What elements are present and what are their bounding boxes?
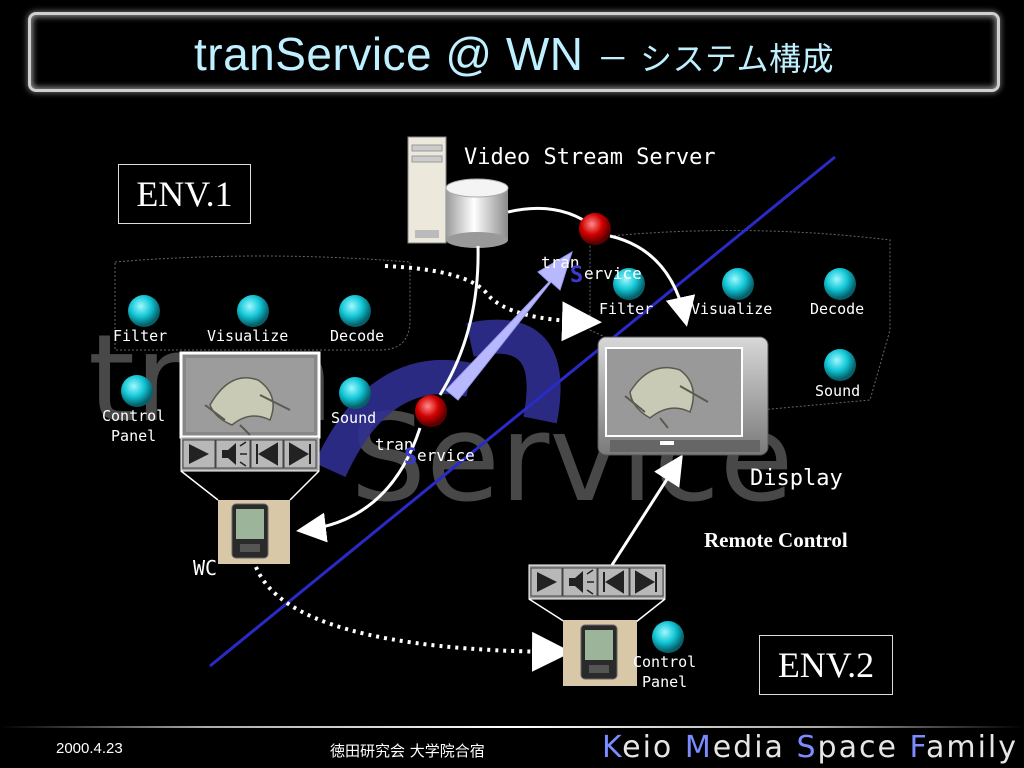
- env2-control-label-line2: Panel: [642, 673, 688, 691]
- footer: 2000.4.23 徳田研究会 大学院合宿 Keio Media Space F…: [0, 726, 1024, 768]
- transervice-logo-bottom: tran S ervice: [375, 435, 475, 470]
- env2-sound-node[interactable]: [824, 349, 856, 381]
- wc-label: WC: [193, 556, 218, 580]
- env1-sound-node[interactable]: [339, 377, 371, 409]
- svg-text:S: S: [404, 445, 417, 470]
- brand-edia: edia: [712, 730, 797, 765]
- migration-dotted-arrow-bottom: [254, 566, 572, 672]
- env1-rewind-icon[interactable]: [250, 439, 284, 469]
- svg-text:S: S: [570, 263, 583, 288]
- env2-control-label: Control Panel: [633, 652, 696, 692]
- watermark-swoosh-right: [466, 319, 561, 424]
- page-title: tranService @ WN － システム構成: [31, 27, 997, 81]
- system-diagram: tran Service: [88, 136, 891, 686]
- env1-filter-label: Filter: [113, 327, 168, 345]
- env1-speaker-icon[interactable]: [215, 439, 251, 469]
- env2-forward-icon[interactable]: [629, 567, 664, 597]
- env2-pda-icon[interactable]: [563, 620, 637, 686]
- transervice-logo-top: tran S ervice: [541, 253, 642, 288]
- server-label: Video Stream Server: [464, 145, 716, 170]
- brand-eio: eio: [622, 730, 685, 765]
- env2-label: ENV.2: [759, 635, 893, 695]
- svg-text:ervice: ervice: [584, 264, 642, 283]
- footer-date: 2000.4.23: [56, 740, 123, 757]
- env2-decode-label: Decode: [810, 300, 865, 318]
- database-icon: [445, 178, 509, 248]
- footer-divider: [0, 726, 1024, 728]
- env1-filter-node[interactable]: [128, 295, 160, 327]
- env2-speaker-icon[interactable]: [562, 567, 598, 597]
- env1-control-label-line2: Panel: [111, 427, 157, 445]
- env1-control-panel-node[interactable]: [121, 375, 153, 407]
- transervice-node-bottom[interactable]: [415, 395, 447, 427]
- env1-control-label-line1: Control: [102, 407, 166, 425]
- remote-to-display-arrow: [610, 454, 683, 566]
- footer-group: 徳田研究会 大学院合宿: [330, 742, 485, 760]
- env2-visualize-node[interactable]: [722, 268, 754, 300]
- svg-text:ervice: ervice: [417, 446, 475, 465]
- server-to-lower-node-arrow: [438, 245, 480, 396]
- environment-divider-line: [209, 155, 836, 668]
- remote-control-label: Remote Control: [704, 528, 848, 552]
- footer-brand: Keio Media Space Family: [602, 730, 1018, 765]
- env1-region: [114, 255, 411, 351]
- env2-filter-label: Filter: [599, 300, 654, 318]
- env1-video-window[interactable]: [179, 351, 321, 439]
- env2-control-panel-node[interactable]: [652, 621, 684, 653]
- env2-visualize-label: Visualize: [691, 300, 773, 318]
- env1-sound-label: Sound: [331, 409, 377, 427]
- node-to-display-arrow: [609, 234, 696, 327]
- display-label: Display: [750, 466, 843, 491]
- env1-play-icon[interactable]: [182, 439, 216, 469]
- env2-region: [589, 229, 891, 411]
- migration-big-arrow: [445, 250, 573, 401]
- env1-forward-icon[interactable]: [283, 439, 317, 469]
- brand-f: F: [909, 730, 926, 765]
- env2-control-label-line1: Control: [633, 653, 697, 671]
- title-bar: tranService @ WN － システム構成: [28, 12, 1000, 92]
- brand-s: S: [796, 730, 818, 765]
- node-to-wc-arrow: [296, 427, 422, 543]
- env2-filter-node[interactable]: [613, 268, 645, 300]
- brand-k: K: [601, 730, 623, 765]
- title-main: tranService @ WN: [193, 28, 584, 80]
- env1-funnel-lines: [180, 470, 320, 501]
- transervice-node-top[interactable]: [579, 213, 611, 245]
- display-tv[interactable]: [597, 336, 769, 456]
- env2-play-icon[interactable]: [530, 567, 563, 597]
- env1-label: ENV.1: [118, 164, 251, 224]
- env1-decode-label: Decode: [330, 327, 385, 345]
- env2-decode-node[interactable]: [824, 268, 856, 300]
- brand-pace: pace: [817, 730, 910, 765]
- title-sub: － システム構成: [596, 40, 835, 78]
- env1-control-label: Control Panel: [102, 406, 165, 446]
- brand-amily: amily: [925, 730, 1018, 765]
- env1-visualize-node[interactable]: [237, 295, 269, 327]
- env1-visualize-label: Visualize: [207, 327, 289, 345]
- env2-sound-label: Sound: [815, 382, 861, 400]
- brand-m: M: [684, 730, 713, 765]
- server-tower-icon: [407, 136, 447, 244]
- env2-funnel-lines: [528, 598, 666, 623]
- env1-decode-node[interactable]: [339, 295, 371, 327]
- svg-text:tran: tran: [541, 253, 580, 272]
- wc-pda-icon[interactable]: [218, 500, 290, 564]
- svg-text:tran: tran: [375, 435, 414, 454]
- env2-rewind-icon[interactable]: [597, 567, 630, 597]
